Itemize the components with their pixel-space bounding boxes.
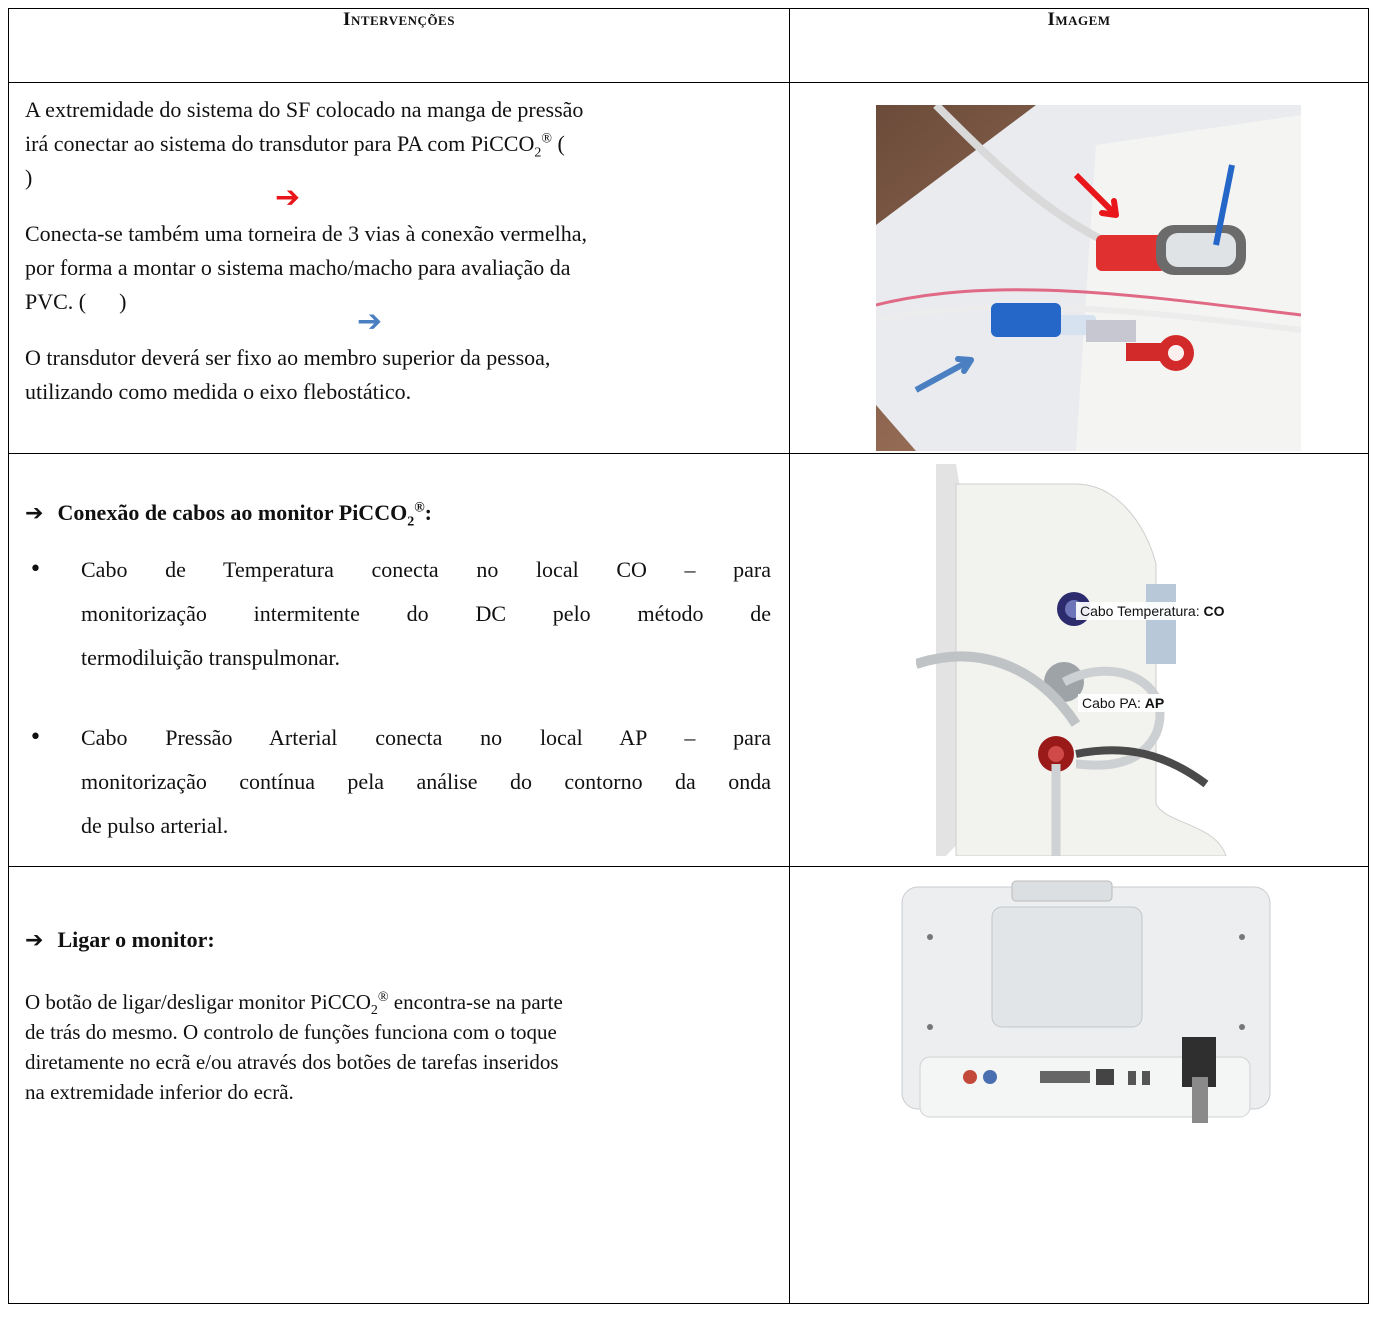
row1-line6: PVC. ( ) bbox=[25, 289, 127, 314]
protocol-table: Intervenções Imagem A extremidade do sis… bbox=[8, 8, 1369, 1304]
bullet-dot-icon: • bbox=[29, 725, 42, 750]
row1-image-cell bbox=[789, 82, 1369, 454]
row1-line2: irá conectar ao sistema do transdutor pa… bbox=[25, 131, 565, 161]
row1-line4: Conecta-se também uma torneira de 3 vias… bbox=[25, 221, 587, 246]
column-header-image: Imagem bbox=[789, 8, 1369, 83]
turn-on-monitor-heading: ➔Ligar o monitor: bbox=[25, 927, 215, 953]
arrow-icon: ➔ bbox=[25, 501, 44, 526]
bullet-dot-icon: • bbox=[29, 557, 42, 582]
transducer-photo bbox=[876, 105, 1301, 451]
bullet-pressure-cable: • Cabo Pressão Arterial conecta no local… bbox=[29, 716, 771, 848]
row1-text-cell: A extremidade do sistema do SF colocado … bbox=[8, 82, 790, 454]
arrow-icon: ➔ bbox=[25, 928, 44, 953]
bullet-temperature-cable: • Cabo de Temperatura conecta no local C… bbox=[29, 548, 771, 680]
red-arrow-icon: ➔ bbox=[275, 180, 301, 215]
row2-text-cell: ➔Conexão de cabos ao monitor PiCCO2®: • … bbox=[8, 453, 790, 867]
row1-line1: A extremidade do sistema do SF colocado … bbox=[25, 97, 584, 122]
monitor-back-photo bbox=[900, 877, 1272, 1123]
row1-line3: ) bbox=[25, 165, 33, 190]
cable-connection-heading: ➔Conexão de cabos ao monitor PiCCO2®: bbox=[25, 500, 432, 530]
label-pressure-ap: Cabo PA: AP bbox=[1078, 694, 1210, 712]
turn-on-paragraph: O botão de ligar/desligar monitor PiCCO2… bbox=[25, 990, 563, 1104]
column-header-interventions: Intervenções bbox=[8, 8, 790, 83]
row2-image-cell: Cabo Temperatura: CO Cabo PA: AP bbox=[789, 453, 1369, 867]
label-temperature-co: Cabo Temperatura: CO bbox=[1076, 602, 1278, 620]
row1-line8: utilizando como medida o eixo flebostáti… bbox=[25, 379, 412, 404]
monitor-side-photo bbox=[916, 464, 1296, 856]
row1-line7: O transdutor deverá ser fixo ao membro s… bbox=[25, 345, 551, 370]
row1-line5: por forma a montar o sistema macho/macho… bbox=[25, 255, 571, 280]
blue-arrow-icon: ➔ bbox=[357, 304, 383, 339]
row3-image-cell bbox=[789, 866, 1369, 1304]
row3-text-cell: ➔Ligar o monitor: O botão de ligar/desli… bbox=[8, 866, 790, 1304]
